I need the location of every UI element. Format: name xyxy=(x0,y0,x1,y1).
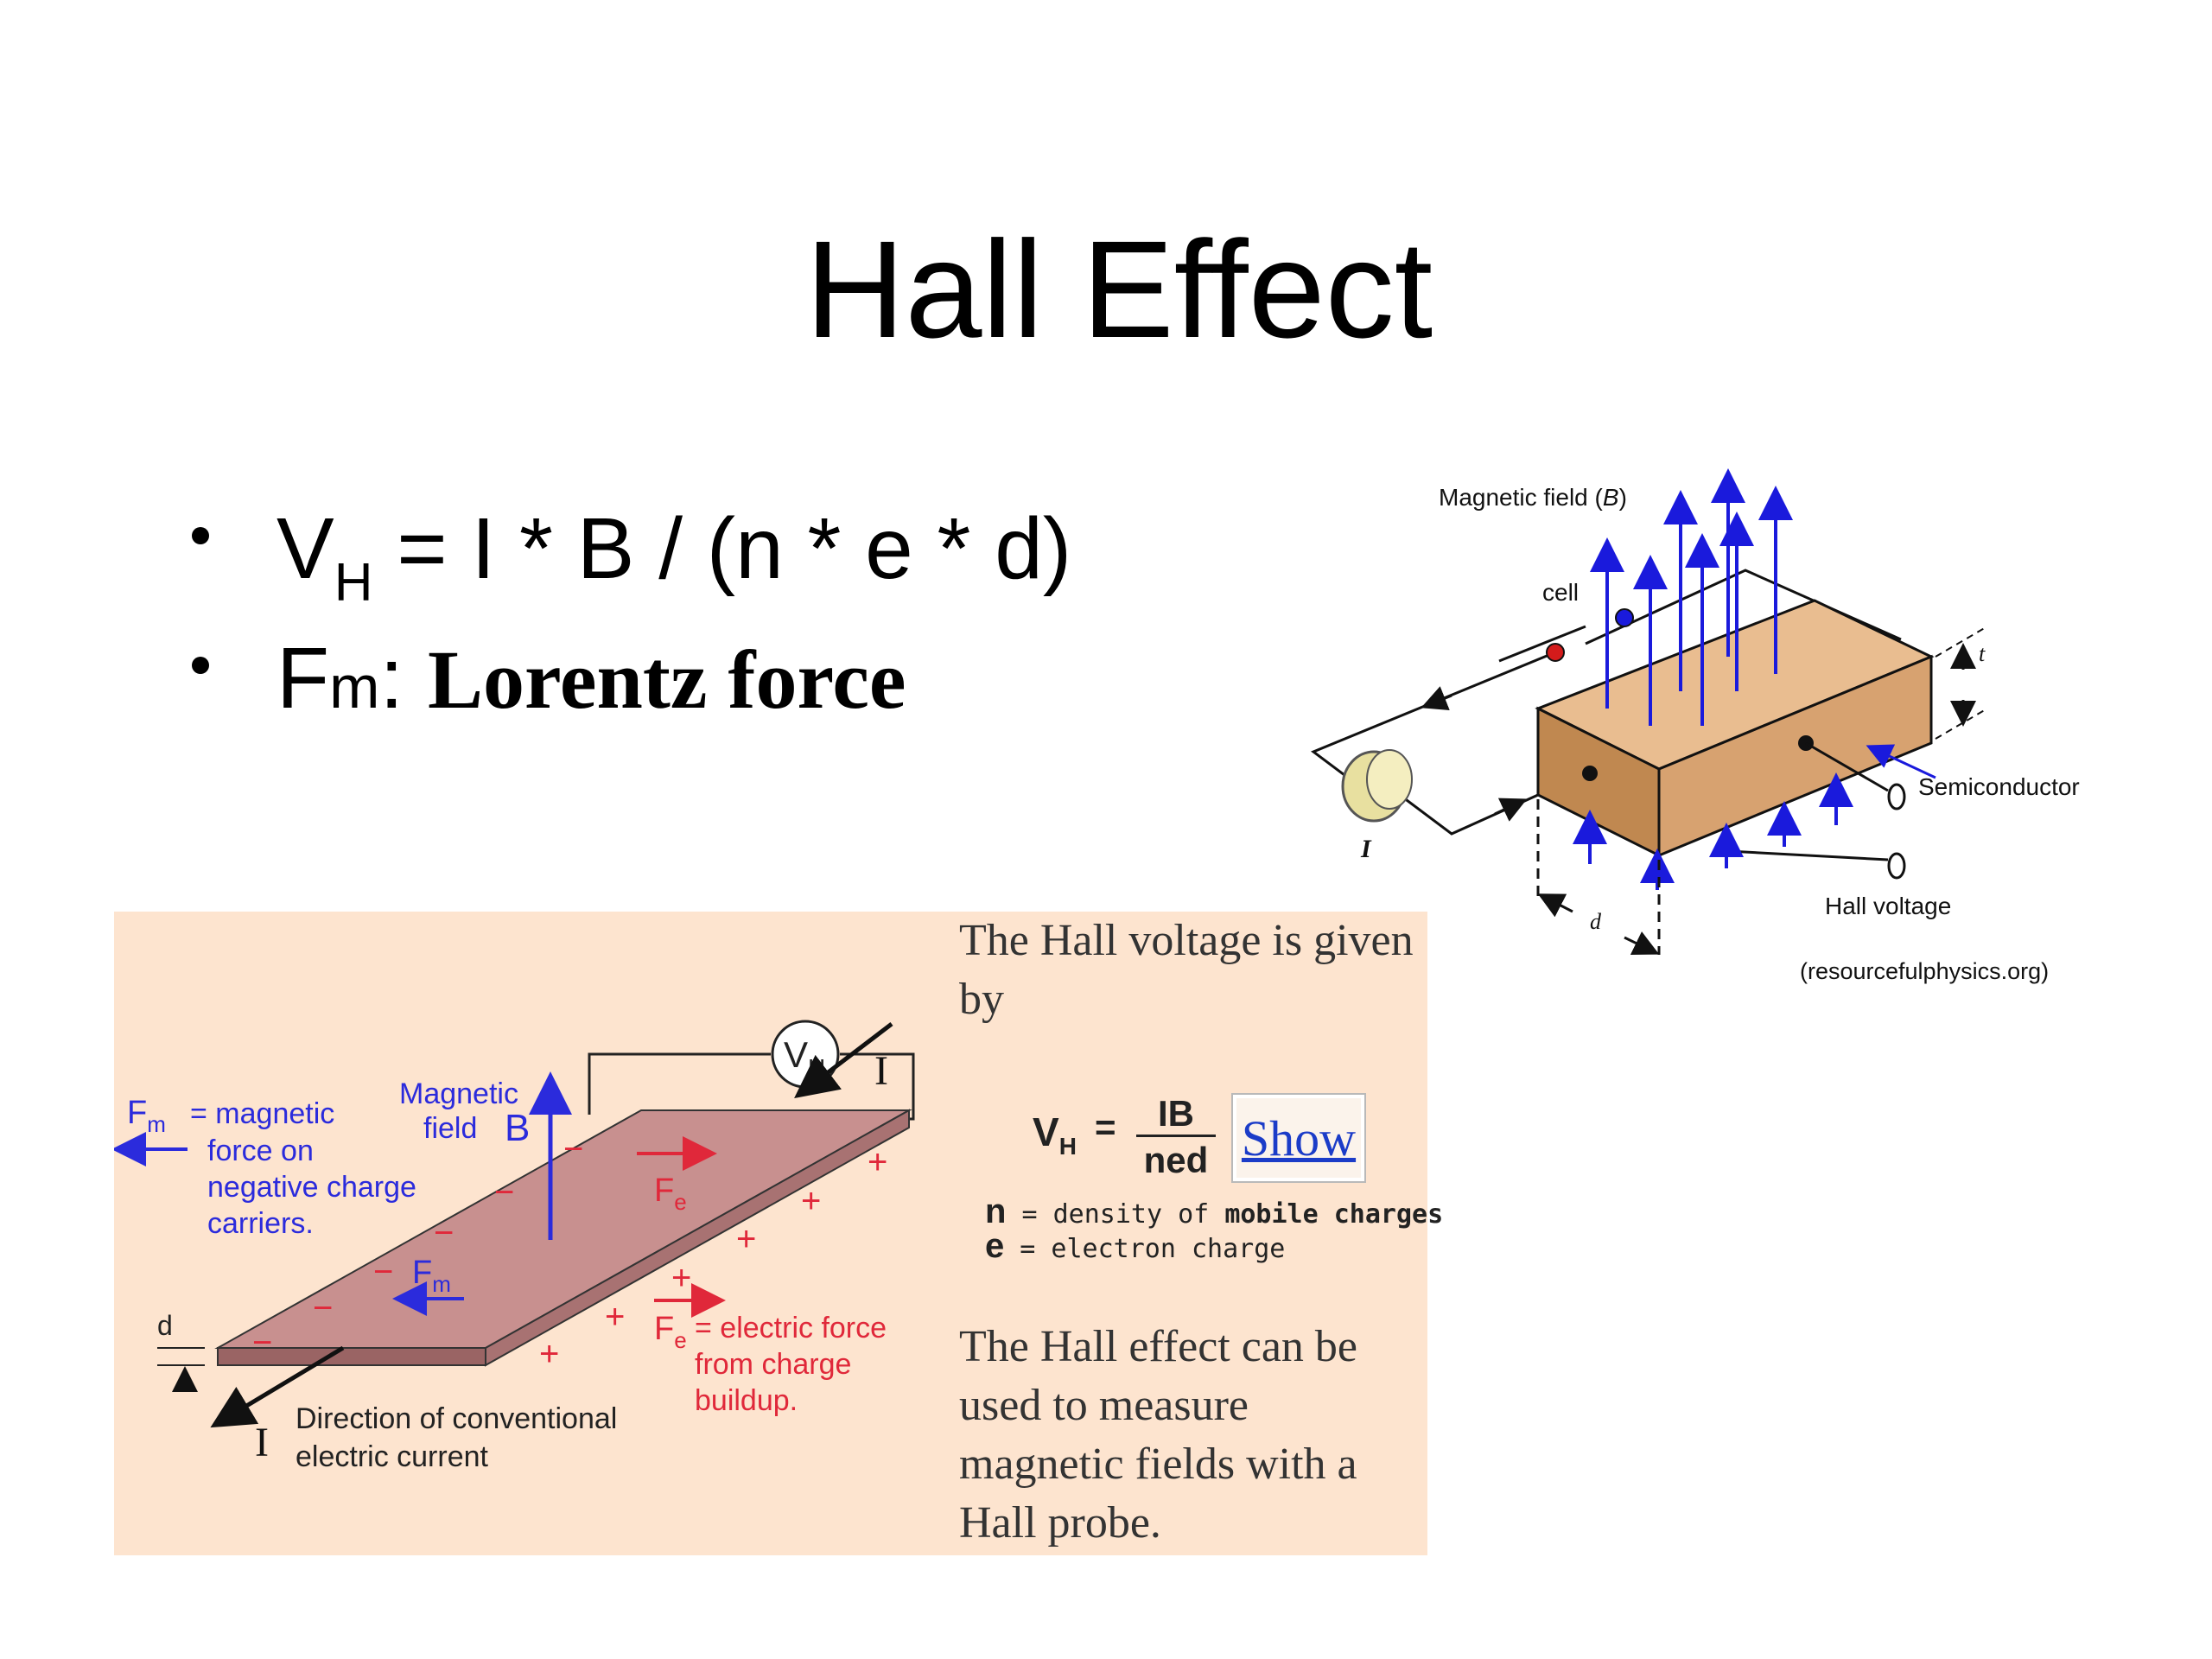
show-button[interactable]: Show xyxy=(1231,1093,1366,1183)
positive-charge: + xyxy=(671,1259,691,1297)
equation-denominator: ned xyxy=(1143,1140,1209,1180)
cell-icon-face xyxy=(1366,749,1413,810)
source-credit: (resourcefulphysics.org) xyxy=(1800,958,2049,984)
current-label-top: I xyxy=(874,1048,888,1094)
hall-contact xyxy=(1582,766,1598,781)
bullet-hall-voltage: VH = I * B / (n * e * d) xyxy=(192,493,1315,622)
fe-legend-text: buildup. xyxy=(695,1384,798,1417)
slide-title: Hall Effect xyxy=(804,212,1433,366)
lorentz-force-line: Fm: Lorentz force xyxy=(276,630,906,727)
fe-legend-text: from charge xyxy=(695,1348,851,1381)
circuit-current-arrow xyxy=(1494,798,1528,822)
current-in-arrow xyxy=(794,1022,893,1099)
definition-e: e = electron charge xyxy=(985,1227,1286,1265)
current-direction-text: electric current xyxy=(296,1440,489,1473)
positive-charge: + xyxy=(539,1335,559,1373)
fm-legend-text: carriers. xyxy=(207,1207,314,1240)
circuit-current-arrow xyxy=(1421,686,1452,711)
semiconductor-pointer xyxy=(1866,744,1936,779)
fe-label-plate: Fe xyxy=(654,1173,687,1215)
hall-voltage-equation: VH = IB ned xyxy=(1033,1093,1223,1188)
hall-lead xyxy=(1805,741,1889,792)
width-arrow xyxy=(1624,931,1660,956)
current-out-arrow xyxy=(210,1345,345,1428)
fe-legend-symbol: Fe xyxy=(654,1311,687,1353)
magnetic-field-label: Magnetic xyxy=(399,1077,518,1110)
equation-lhs: VH xyxy=(1033,1109,1077,1160)
circuit-wire xyxy=(1310,651,1556,779)
b-symbol: B xyxy=(505,1107,530,1149)
circuit-wire xyxy=(1399,793,1539,836)
thickness-label: d xyxy=(157,1310,173,1341)
upper-wire xyxy=(1498,625,1586,663)
bullet-dot-icon xyxy=(192,657,209,674)
cell-terminal-red xyxy=(1546,643,1565,662)
hall-terminal xyxy=(1887,852,1906,880)
current-i-label: I xyxy=(1360,835,1372,863)
bullet-list: VH = I * B / (n * e * d) Fm: Lorentz for… xyxy=(192,493,1315,752)
bullet-dot-icon xyxy=(192,527,209,544)
magnetic-field-label: Magnetic field (B) xyxy=(1439,484,1627,511)
hall-effect-panel xyxy=(114,912,1427,1555)
negative-charge: − xyxy=(494,1173,514,1211)
hall-probe-text: The Hall effect can be used to measure m… xyxy=(959,1322,1357,1548)
negative-charge: − xyxy=(373,1253,393,1291)
equation-definitions: n = density of mobile charges e = electr… xyxy=(985,1192,1444,1265)
negative-charge: − xyxy=(313,1289,333,1327)
bullet-lorentz-force: Fm: Lorentz force xyxy=(192,622,1315,752)
negative-charge: − xyxy=(434,1214,454,1252)
positive-charge: + xyxy=(605,1298,625,1336)
fm-legend-symbol: Fm xyxy=(127,1095,166,1137)
semiconductor-block-side xyxy=(1657,654,1933,858)
hall-voltage-intro: The Hall voltage is given by xyxy=(959,916,1414,1024)
equation-equals: = xyxy=(1095,1107,1116,1147)
fm-legend-text: force on xyxy=(207,1135,314,1167)
magnetic-field-label-2: field xyxy=(423,1112,477,1145)
positive-charge: + xyxy=(868,1143,887,1181)
current-label-bottom: I xyxy=(255,1420,269,1465)
hall-plate-diagram: VH I Magnetic field B − − − − − − + + + … xyxy=(114,1020,915,1473)
fm-label-plate: Fm xyxy=(412,1255,451,1297)
hall-lead xyxy=(1727,849,1889,861)
definition-n: n = density of mobile charges xyxy=(985,1192,1444,1230)
current-direction-text: Direction of conventional xyxy=(296,1402,617,1435)
cell-label: cell xyxy=(1542,579,1579,606)
fm-legend-text: = magnetic xyxy=(190,1097,334,1130)
negative-charge: − xyxy=(563,1130,583,1168)
fm-legend-text: negative charge xyxy=(207,1171,416,1204)
positive-charge: + xyxy=(736,1220,756,1258)
cell-terminal-blue xyxy=(1615,608,1634,627)
equation-numerator: IB xyxy=(1136,1093,1216,1137)
hall-voltage-label: Hall voltage xyxy=(1825,893,1951,919)
hall-voltage-formula: VH = I * B / (n * e * d) xyxy=(276,500,1072,613)
hall-terminal xyxy=(1887,783,1906,810)
semiconductor-label: Semiconductor xyxy=(1918,773,2080,800)
positive-charge: + xyxy=(801,1182,821,1220)
negative-charge: − xyxy=(252,1324,272,1362)
thickness-t-label: t xyxy=(1979,641,1986,666)
conductor-plate-side xyxy=(485,1109,910,1367)
thickness-dash xyxy=(1935,708,1988,740)
thickness-dash xyxy=(1935,626,1988,658)
semiconductor-diagram: I t d Magnetic field (B) cell Semiconduc… xyxy=(1310,468,2080,984)
width-d-label: d xyxy=(1590,909,1602,934)
fe-legend-text: = electric force xyxy=(695,1312,887,1344)
vh-circuit-wire xyxy=(588,1052,771,1115)
width-arrow xyxy=(1537,893,1573,918)
